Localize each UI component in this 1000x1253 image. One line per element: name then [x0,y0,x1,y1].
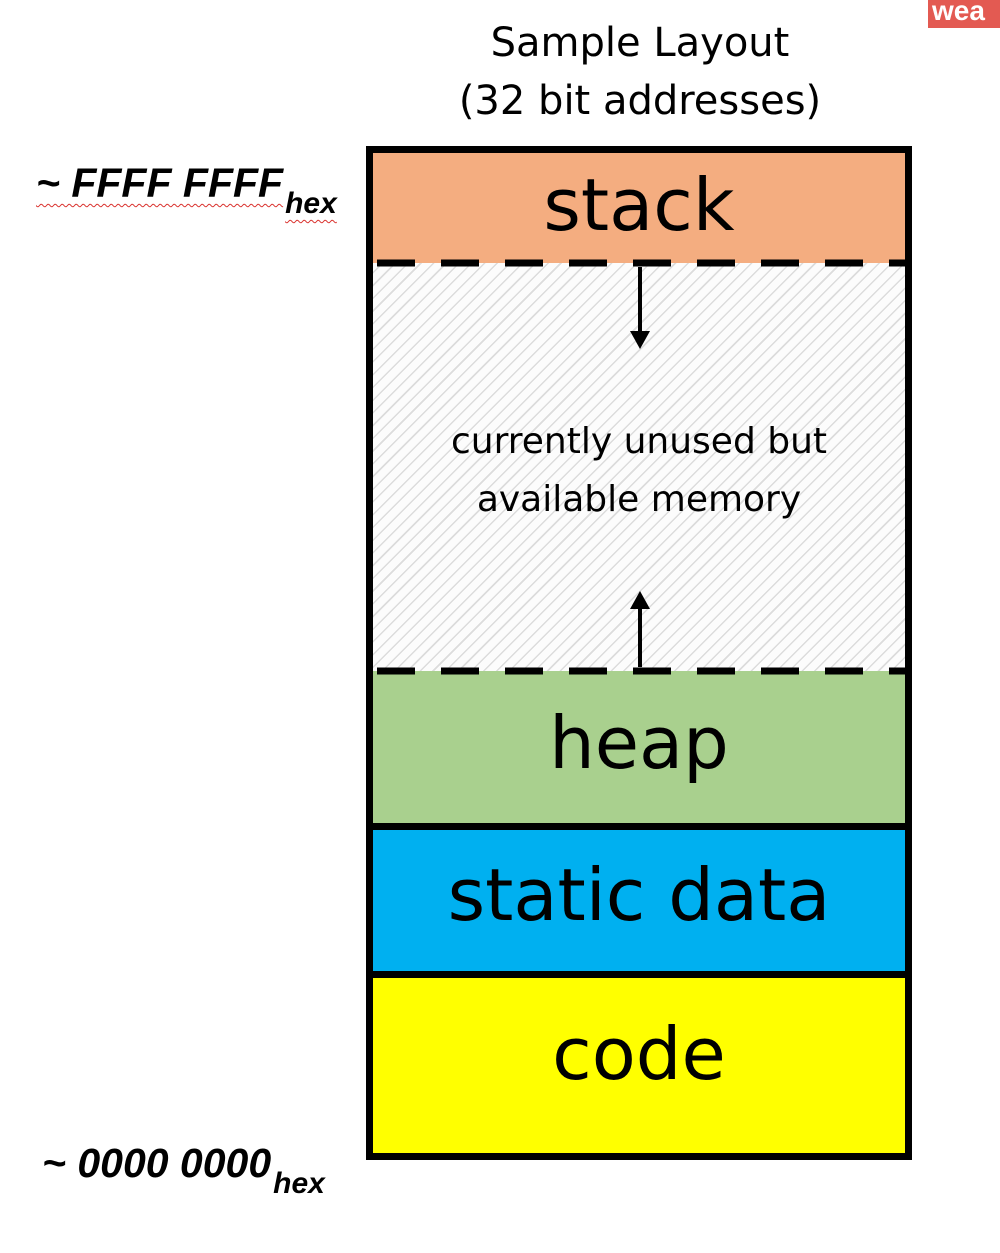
code-segment: code [373,971,905,1153]
low-address-subscript: hex [273,1167,325,1200]
low-address-label: ~ 0000 0000hex [42,1140,325,1200]
stack-label: stack [543,163,735,247]
static-data-segment: static data [373,823,905,971]
boundary-and-arrow-overlay [373,259,905,675]
heap-growth-up-arrow-icon [630,591,650,667]
stack-growth-down-arrow-icon [630,267,650,349]
heap-label: heap [549,701,729,785]
diagram-subtitle: (32 bit addresses) [458,78,822,124]
high-address-label: ~ FFFF FFFFhex [36,160,337,220]
diagram-title: Sample Layout [490,20,790,66]
unused-memory-label: currently unused but available memory [373,413,905,529]
heap-segment: heap [373,671,905,823]
code-label: code [552,1011,726,1096]
corner-badge: wea [928,0,1000,28]
unused-memory-line-2: available memory [476,479,802,520]
high-address-value: ~ FFFF FFFF [36,160,284,206]
stack-segment: stack [373,153,905,263]
static-data-label: static data [447,852,831,937]
high-address-subscript: hex [285,187,337,220]
memory-layout-box: stack currently unused but available mem… [366,146,912,1160]
low-address-value: ~ 0000 0000 [42,1140,272,1186]
unused-memory-line-1: currently unused but [450,421,828,462]
